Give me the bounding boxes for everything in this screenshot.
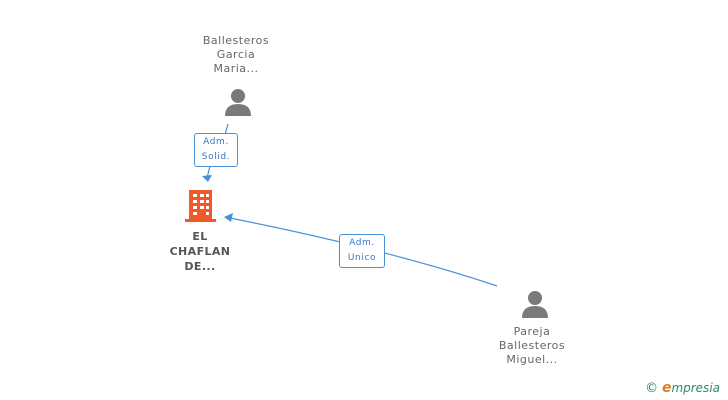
company-building-icon[interactable] <box>185 190 216 222</box>
brand-e: e <box>661 380 672 396</box>
brand-name: mpresia <box>671 381 720 395</box>
company-label[interactable]: EL CHAFLAN DE... <box>169 230 231 273</box>
edge-bottom-arrowhead <box>224 213 233 222</box>
relation-label-adm-solid[interactable]: Adm. Solid. <box>194 133 238 167</box>
person-icon[interactable] <box>522 291 548 318</box>
copyright-icon: © <box>645 381 659 396</box>
relation-label-adm-unico[interactable]: Adm. Unico <box>339 234 385 268</box>
person-label-top[interactable]: Ballesteros Garcia Maria... <box>202 34 270 75</box>
edge-top-arrowhead <box>202 175 212 182</box>
brand-logo: © empresia <box>645 380 720 396</box>
person-icon[interactable] <box>225 89 251 116</box>
person-label-bottom[interactable]: Pareja Ballesteros Miguel... <box>498 325 566 366</box>
